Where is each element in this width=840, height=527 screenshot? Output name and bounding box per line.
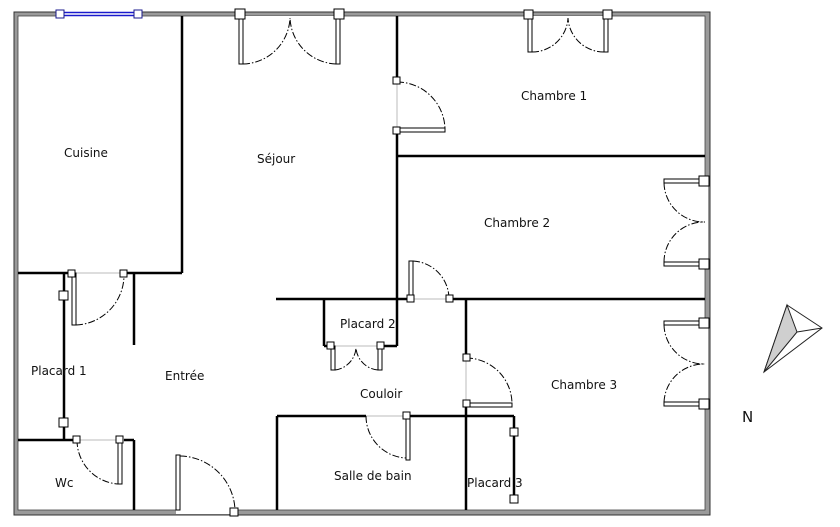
room-label-couloir: Couloir xyxy=(360,387,402,401)
window-kitchen xyxy=(55,9,143,19)
north-arrow-icon: N xyxy=(742,303,823,426)
room-label-wc: Wc xyxy=(55,476,73,490)
room-labels: Cuisine Séjour Chambre 1 Chambre 2 Chamb… xyxy=(31,89,617,490)
door-placard1 xyxy=(58,290,69,428)
door-wc xyxy=(72,435,124,485)
door-chambre3-right xyxy=(663,317,710,410)
room-label-sejour: Séjour xyxy=(257,152,295,166)
door-chambre2-right xyxy=(663,175,710,270)
outer-walls xyxy=(13,11,711,516)
door-chambre1 xyxy=(392,76,446,135)
room-label-placard2: Placard 2 xyxy=(340,317,396,331)
door-chambre2 xyxy=(406,260,454,303)
room-label-salle-de-bain: Salle de bain xyxy=(334,469,412,483)
doors xyxy=(58,8,710,517)
door-placard2 xyxy=(326,341,385,371)
door-chambre1-top xyxy=(523,9,613,53)
room-label-chambre3: Chambre 3 xyxy=(551,378,617,392)
room-label-cuisine: Cuisine xyxy=(64,146,108,160)
door-salle-de-bain xyxy=(365,411,411,461)
room-label-chambre2: Chambre 2 xyxy=(484,216,550,230)
door-chambre3 xyxy=(462,353,513,408)
room-label-chambre1: Chambre 1 xyxy=(521,89,587,103)
north-label: N xyxy=(742,408,753,426)
door-placard3 xyxy=(509,427,519,504)
room-label-placard1: Placard 1 xyxy=(31,364,87,378)
door-cuisine xyxy=(67,269,128,326)
door-sejour-top xyxy=(234,8,345,65)
room-label-entree: Entrée xyxy=(165,369,204,383)
interior-walls xyxy=(18,16,705,510)
room-label-placard3: Placard 3 xyxy=(467,476,523,490)
door-entree xyxy=(175,454,239,517)
